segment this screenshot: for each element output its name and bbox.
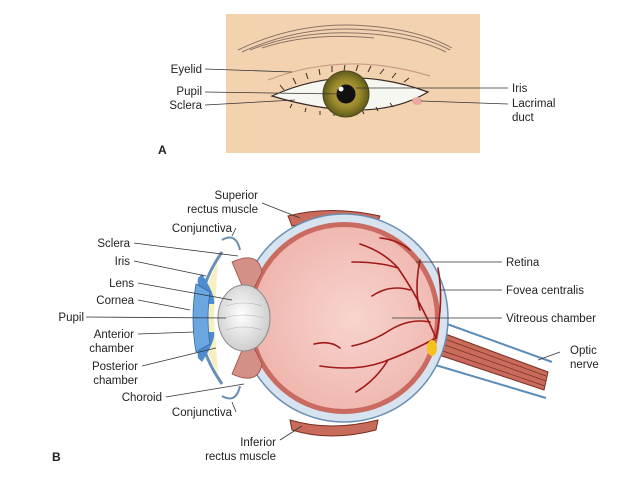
label-lens: Lens xyxy=(109,278,134,290)
pupil-highlight xyxy=(338,86,344,92)
panel-a-external-eye: Eyelid Pupil Sclera Iris Lacrimal duct A xyxy=(158,14,555,157)
eyebrow xyxy=(237,24,453,53)
label-conjunctiva-bottom: Conjunctiva xyxy=(172,407,233,419)
label-inferior-rectus-line2: rectus muscle xyxy=(205,451,276,463)
label-superior-rectus-line2: rectus muscle xyxy=(187,204,258,216)
inferior-rectus-muscle xyxy=(289,419,379,437)
optic-nerve-sheath xyxy=(431,319,553,399)
label-posterior-chamber-line1: Posterior xyxy=(92,361,138,373)
lens-lines xyxy=(223,302,265,331)
conjunctiva-top xyxy=(221,236,241,251)
label-retina: Retina xyxy=(506,257,540,269)
label-vitreous-chamber: Vitreous chamber xyxy=(506,313,596,325)
optic-nerve-fibers xyxy=(439,337,547,387)
ciliary-body xyxy=(231,257,263,379)
lacrimal-caruncle xyxy=(412,97,422,105)
label-sclera-a: Sclera xyxy=(169,100,202,112)
label-anterior-chamber-line1: Anterior xyxy=(94,329,134,341)
label-choroid: Choroid xyxy=(122,392,162,404)
label-posterior-chamber-line2: chamber xyxy=(93,375,138,387)
label-sclera-b: Sclera xyxy=(97,238,130,250)
vitreous-chamber xyxy=(253,227,435,409)
panel-a-leader-lines xyxy=(204,68,509,106)
panel-b-eye-cross-section: Superior rectus muscle Conjunctiva Scler… xyxy=(52,190,599,464)
label-optic-nerve-line1: Optic xyxy=(570,345,597,357)
retinal-blood-vessels xyxy=(313,237,442,393)
label-eyelid: Eyelid xyxy=(171,64,202,76)
label-iris-a: Iris xyxy=(512,83,528,95)
label-anterior-chamber-line2: chamber xyxy=(89,343,134,355)
label-iris-b: Iris xyxy=(115,256,131,268)
panel-b-letter: B xyxy=(52,450,61,464)
fovea-centralis xyxy=(427,340,437,356)
label-lacrimal-duct-line2: duct xyxy=(512,112,535,124)
panel-b-leader-lines xyxy=(85,202,561,441)
label-pupil-a: Pupil xyxy=(176,86,202,98)
label-optic-nerve-line2: nerve xyxy=(570,359,599,371)
eyelid-crease xyxy=(267,63,431,81)
label-conjunctiva-top: Conjunctiva xyxy=(172,223,233,235)
conjunctiva-bottom xyxy=(221,385,241,400)
label-pupil-b: Pupil xyxy=(58,312,84,324)
label-inferior-rectus-line1: Inferior xyxy=(240,437,276,449)
panel-a-letter: A xyxy=(158,143,167,157)
label-fovea-centralis: Fovea centralis xyxy=(506,285,584,297)
label-superior-rectus-line1: Superior xyxy=(215,190,259,202)
label-lacrimal-duct-line1: Lacrimal xyxy=(512,98,555,110)
label-cornea: Cornea xyxy=(96,295,134,307)
eyelashes xyxy=(279,64,410,117)
